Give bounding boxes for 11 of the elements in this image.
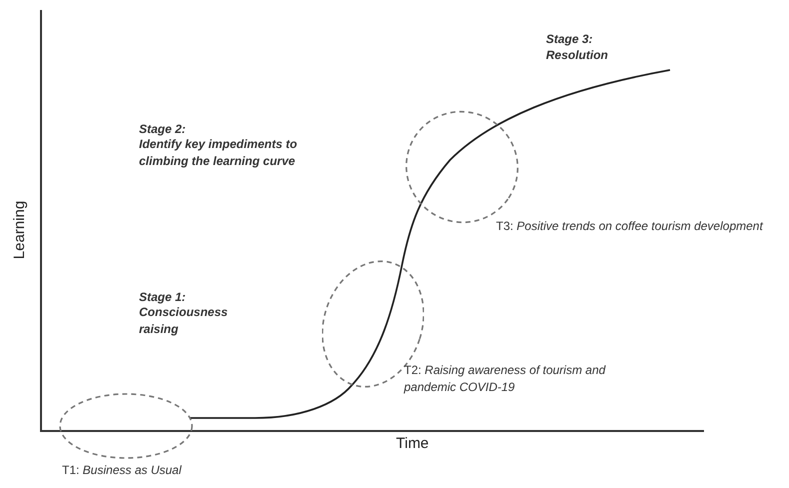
phase-caption: T3: Positive trends on coffee tourism development <box>496 218 764 235</box>
phase-caption: T2: Raising awareness of tourism and pandemic COVID-19 <box>404 362 607 396</box>
stage-heading: Stage 2: <box>139 121 187 138</box>
stage-description: Resolution <box>546 47 609 64</box>
axis-title: Time <box>396 434 430 454</box>
stage-description: Stage 3: <box>546 31 594 48</box>
phase-caption: T1: Business as Usual <box>62 462 183 479</box>
stage-heading: Stage 1: <box>139 289 187 306</box>
axis-title: Learning <box>10 200 29 260</box>
stage-description: Consciousness raising <box>139 304 229 338</box>
stage-description: Identify key impediments to climbing the learning curve <box>139 136 298 170</box>
